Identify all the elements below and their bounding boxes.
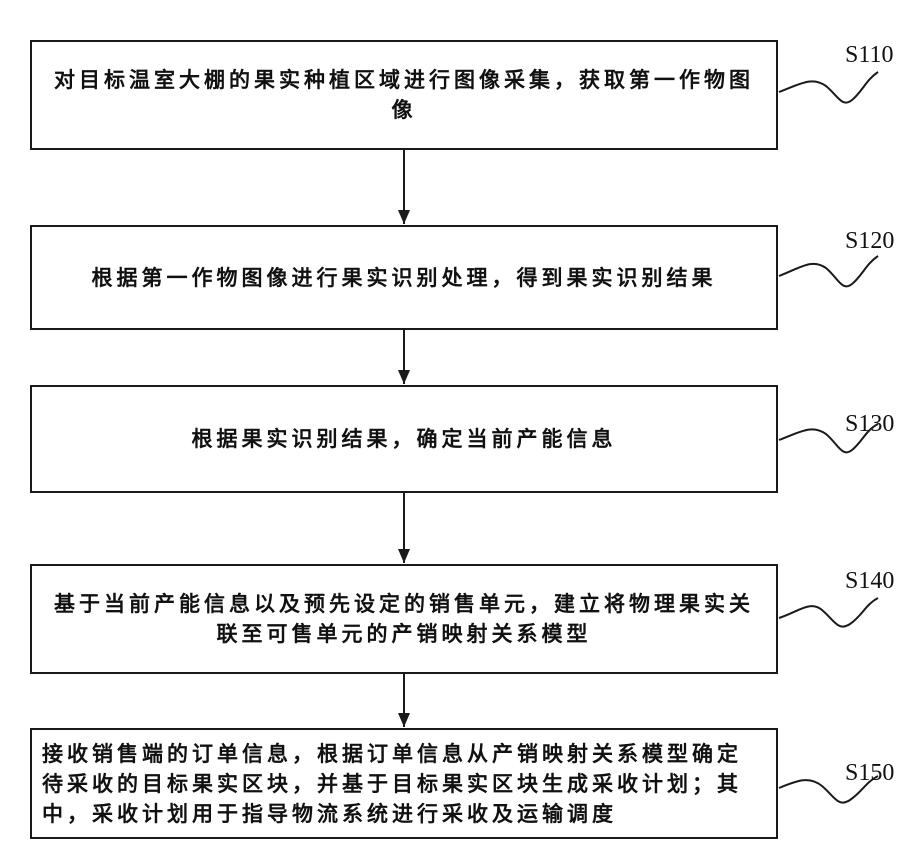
leader-line-s120 [779, 256, 878, 286]
step-label-s110: S110 [845, 42, 893, 69]
leader-line-s110 [779, 72, 878, 103]
arrowhead-s120-s130 [398, 370, 410, 384]
step-label-s120: S120 [845, 228, 894, 255]
arrowhead-s140-s150 [398, 713, 410, 727]
step-label-s150: S150 [845, 760, 894, 787]
arrowhead-s110-s120 [398, 210, 410, 224]
step-label-s140: S140 [845, 568, 894, 595]
arrowhead-s130-s140 [398, 549, 410, 563]
leader-line-s140 [779, 598, 878, 627]
step-label-s130: S130 [845, 411, 894, 438]
